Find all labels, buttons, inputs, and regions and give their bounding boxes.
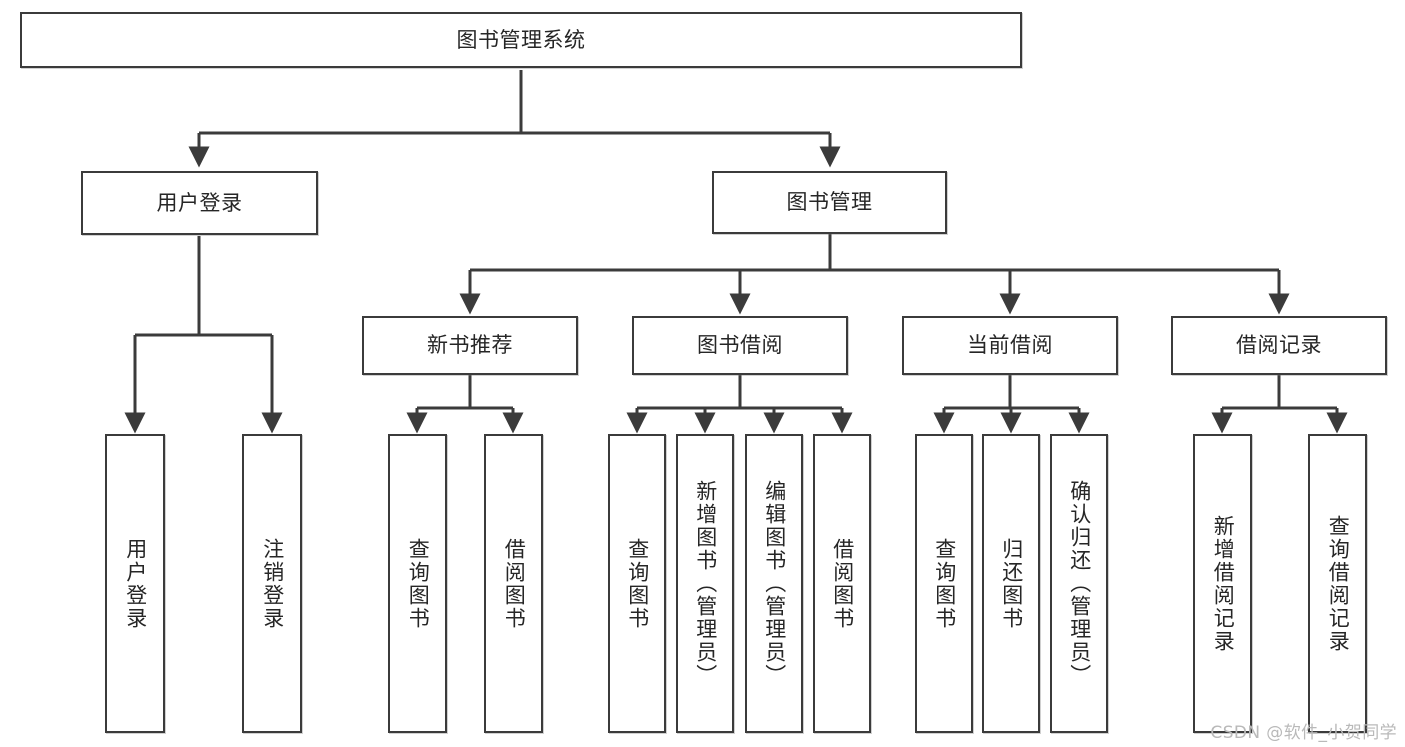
node-book-manage-label: 图书管理 <box>786 190 873 215</box>
node-leaf-add-book-label: 新增图书（管理员） <box>693 480 718 687</box>
node-user-login-label: 用户登录 <box>156 190 243 215</box>
node-leaf-user-logout[interactable]: 注销登录 <box>242 434 302 733</box>
node-current-borrow-label: 当前借阅 <box>967 333 1053 358</box>
node-borrow-record-label: 借阅记录 <box>1236 333 1322 358</box>
node-leaf-query-book-2[interactable]: 查询图书 <box>608 434 666 733</box>
node-leaf-query-book-2-label: 查询图书 <box>625 537 650 630</box>
node-leaf-confirm-return-label: 确认归还（管理员） <box>1067 480 1092 687</box>
node-leaf-add-book[interactable]: 新增图书（管理员） <box>676 434 734 733</box>
node-root-label: 图书管理系统 <box>456 27 586 52</box>
node-leaf-borrow-book-1-label: 借阅图书 <box>502 537 527 630</box>
node-leaf-query-book-1-label: 查询图书 <box>406 537 431 630</box>
node-user-login[interactable]: 用户登录 <box>81 171 318 235</box>
node-leaf-edit-book[interactable]: 编辑图书（管理员） <box>745 434 803 733</box>
node-leaf-user-login-label: 用户登录 <box>123 537 148 630</box>
node-leaf-user-logout-label: 注销登录 <box>260 537 285 630</box>
node-leaf-borrow-book-1[interactable]: 借阅图书 <box>484 434 543 733</box>
node-leaf-query-book-1[interactable]: 查询图书 <box>388 434 447 733</box>
node-leaf-borrow-book-2[interactable]: 借阅图书 <box>813 434 871 733</box>
node-book-borrow[interactable]: 图书借阅 <box>632 316 848 375</box>
node-book-borrow-label: 图书借阅 <box>697 333 783 358</box>
node-leaf-query-book-3[interactable]: 查询图书 <box>915 434 973 733</box>
node-borrow-record[interactable]: 借阅记录 <box>1171 316 1387 375</box>
node-leaf-add-record-label: 新增借阅记录 <box>1211 514 1236 653</box>
node-leaf-edit-book-label: 编辑图书（管理员） <box>762 480 787 687</box>
node-leaf-user-login[interactable]: 用户登录 <box>105 434 165 733</box>
node-leaf-confirm-return[interactable]: 确认归还（管理员） <box>1050 434 1108 733</box>
node-new-book-recommend-label: 新书推荐 <box>427 333 513 358</box>
node-leaf-return-book-label: 归还图书 <box>999 537 1024 630</box>
node-leaf-query-record[interactable]: 查询借阅记录 <box>1308 434 1367 733</box>
node-leaf-query-book-3-label: 查询图书 <box>932 537 957 630</box>
node-new-book-recommend[interactable]: 新书推荐 <box>362 316 578 375</box>
node-leaf-return-book[interactable]: 归还图书 <box>982 434 1040 733</box>
node-root[interactable]: 图书管理系统 <box>20 12 1022 68</box>
node-leaf-query-record-label: 查询借阅记录 <box>1326 514 1351 653</box>
node-leaf-borrow-book-2-label: 借阅图书 <box>830 537 855 630</box>
node-current-borrow[interactable]: 当前借阅 <box>902 316 1118 375</box>
node-leaf-add-record[interactable]: 新增借阅记录 <box>1193 434 1252 733</box>
node-book-manage[interactable]: 图书管理 <box>712 171 947 234</box>
